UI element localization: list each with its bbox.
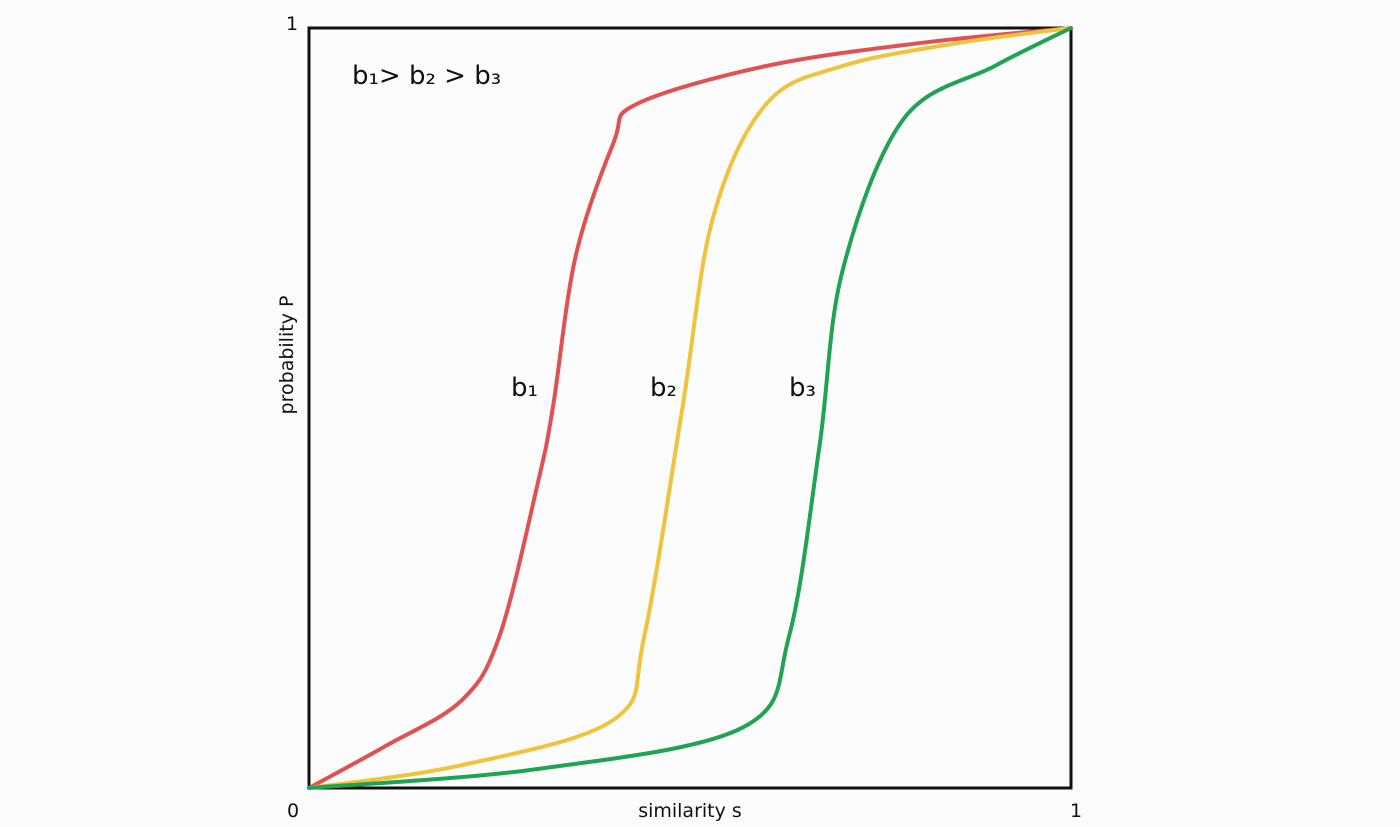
series-label-b2: b₂: [650, 373, 677, 403]
series-line-b2: [307, 26, 1073, 790]
x-axis-label: similarity s: [638, 800, 742, 822]
plot-frame: [307, 26, 1073, 790]
series-label-b1: b₁: [511, 373, 538, 403]
y-axis-label: probability P: [276, 296, 298, 415]
series-layer: [307, 26, 1073, 790]
series-line-b3: [307, 26, 1073, 790]
y-tick-label-1: 1: [286, 13, 298, 35]
x-tick-label-0: 0: [287, 800, 299, 822]
series-label-b3: b₃: [789, 373, 816, 403]
x-tick-label-1: 1: [1070, 800, 1082, 822]
series-line-b1: [307, 26, 1073, 790]
annotation-ordering: b₁> b₂ > b₃: [352, 61, 501, 91]
